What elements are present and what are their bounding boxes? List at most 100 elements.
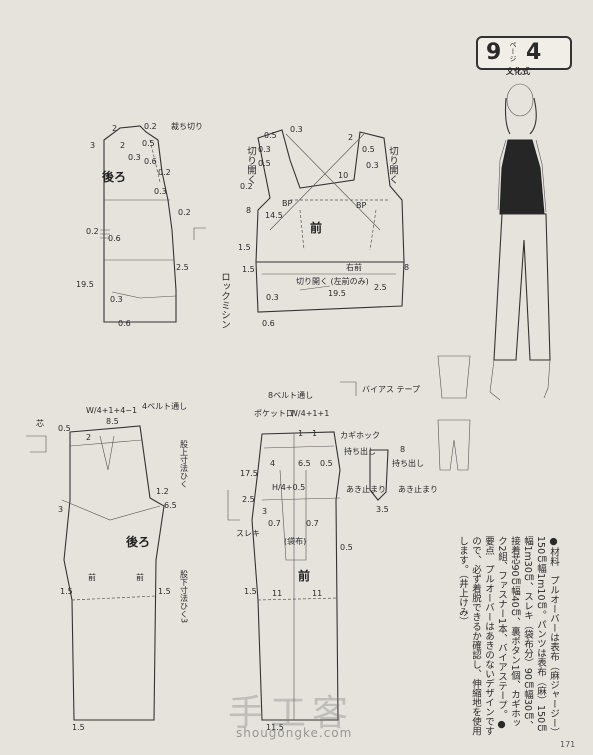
garment-thumbnails	[437, 355, 471, 471]
svg-text:切り開く (左前のみ): 切り開く (左前のみ)	[296, 276, 369, 286]
svg-text:0.2: 0.2	[158, 168, 171, 177]
svg-text:3: 3	[58, 505, 63, 514]
pants-front-pattern	[227, 381, 389, 721]
svg-text:あき止まり: あき止まり	[346, 484, 386, 494]
svg-text:0.5: 0.5	[320, 459, 333, 468]
bodice-back-labels: 裁ち切り 2 0.2 0.5 2 3 0.3 0.6 後ろ 0.2 0.3 0.…	[76, 121, 203, 328]
svg-text:0.3: 0.3	[290, 125, 303, 134]
svg-text:1: 1	[312, 429, 317, 438]
svg-text:11: 11	[312, 589, 322, 598]
svg-text:1.5: 1.5	[238, 243, 251, 252]
badge-number-right: 4	[526, 40, 542, 65]
svg-text:後ろ: 後ろ	[102, 169, 126, 184]
svg-text:2.5: 2.5	[176, 263, 189, 272]
svg-text:裁ち切り: 裁ち切り	[171, 121, 203, 131]
svg-text:H/4+0.5: H/4+0.5	[272, 483, 305, 492]
svg-text:前: 前	[136, 572, 144, 582]
lock-stitch-label: ロックミシン	[219, 272, 230, 329]
svg-text:17.5: 17.5	[240, 469, 258, 478]
pants-back-labels: W/4+1+4−1 4ベルト通し 芯 0.5 8.5 2 1.2 6.5 3 後…	[36, 401, 189, 732]
svg-text:0.3: 0.3	[266, 293, 279, 302]
svg-text:2: 2	[120, 141, 125, 150]
svg-text:0.2: 0.2	[86, 227, 99, 236]
svg-text:19.5: 19.5	[76, 280, 94, 289]
svg-text:2: 2	[348, 133, 353, 142]
svg-text:6.5: 6.5	[298, 459, 311, 468]
svg-text:1: 1	[298, 429, 303, 438]
svg-text:0.5: 0.5	[258, 159, 271, 168]
svg-text:持ち出し: 持ち出し	[392, 458, 424, 468]
svg-text:4ベルト通し: 4ベルト通し	[142, 401, 187, 411]
svg-text:バイアス テープ: バイアス テープ	[362, 385, 420, 394]
svg-text:W/4+1+1: W/4+1+1	[290, 409, 329, 418]
pants-front-labels: 8ベルト通し ポケット口 W/4+1+1 H/4+0.5 スレキ カギホック バ…	[236, 385, 438, 732]
svg-text:2: 2	[86, 433, 91, 442]
svg-text:0.5: 0.5	[340, 543, 353, 552]
svg-text:8ベルト通し: 8ベルト通し	[268, 390, 313, 400]
svg-text:8.5: 8.5	[106, 417, 119, 426]
svg-text:0.2: 0.2	[240, 182, 253, 191]
svg-text:3: 3	[90, 141, 95, 150]
svg-text:0.5: 0.5	[58, 424, 71, 433]
svg-text:0.6: 0.6	[108, 234, 121, 243]
svg-text:あき止まり: あき止まり	[398, 484, 438, 494]
svg-text:2.5: 2.5	[374, 283, 387, 292]
badge-number-left: 9	[486, 40, 502, 65]
svg-text:0.6: 0.6	[262, 319, 275, 328]
svg-text:19.5: 19.5	[328, 289, 346, 298]
svg-text:2.5: 2.5	[242, 495, 255, 504]
svg-text:股上寸法ひく: 股上寸法ひく	[180, 440, 189, 488]
svg-text:スレキ: スレキ	[236, 529, 260, 538]
svg-text:0.5: 0.5	[264, 131, 277, 140]
source-label: 文化式	[506, 67, 530, 76]
svg-text:BP: BP	[282, 199, 292, 208]
svg-text:前: 前	[88, 572, 96, 582]
page-number: 171	[560, 740, 576, 749]
fashion-illustration	[489, 83, 551, 401]
svg-text:0.3: 0.3	[128, 153, 141, 162]
svg-text:カギホック: カギホック	[340, 431, 380, 440]
svg-text:4: 4	[270, 459, 275, 468]
svg-text:1.5: 1.5	[158, 587, 171, 596]
svg-text:3: 3	[262, 507, 267, 516]
svg-text:1.5: 1.5	[60, 587, 73, 596]
svg-text:1.2: 1.2	[156, 487, 169, 496]
watermark-url: shougongke.com	[236, 726, 353, 740]
svg-text:股下寸法ひく3: 股下寸法ひく3	[180, 570, 189, 623]
svg-text:8: 8	[404, 263, 409, 272]
svg-text:0.3: 0.3	[258, 145, 271, 154]
svg-text:11: 11	[272, 589, 282, 598]
svg-text:8: 8	[246, 206, 251, 215]
materials-notes: ●材料 プルオーバーは表布（麻ジャージー）150㎝幅1m10㎝。パンツは表布（麻…	[457, 536, 559, 736]
svg-text:0.3: 0.3	[154, 187, 167, 196]
open-left-label: 切り開く	[245, 146, 256, 184]
svg-text:1.5: 1.5	[244, 587, 257, 596]
svg-text:W/4+1+4−1: W/4+1+4−1	[86, 406, 137, 415]
svg-text:0.2: 0.2	[178, 208, 191, 217]
svg-text:0.6: 0.6	[118, 319, 131, 328]
svg-text:8: 8	[400, 445, 405, 454]
bodice-front-labels: 0.5 0.3 2 0.5 0.3 0.5 0.3 1.5 0.2 14.5 1…	[238, 125, 409, 328]
svg-text:1.5: 1.5	[242, 265, 255, 274]
page-badge: 9 ページ 4	[476, 36, 572, 70]
svg-text:0.7: 0.7	[268, 519, 281, 528]
svg-text:BP: BP	[356, 201, 366, 210]
svg-text:芯: 芯	[36, 418, 44, 428]
svg-text:0.2: 0.2	[144, 122, 157, 131]
svg-text:0.7: 0.7	[306, 519, 319, 528]
watermark-logo: 手工客	[228, 693, 355, 734]
bodice-back-pattern	[100, 125, 206, 323]
svg-text:0.5: 0.5	[142, 139, 155, 148]
svg-text:1.5: 1.5	[72, 723, 85, 732]
svg-text:前: 前	[310, 220, 322, 235]
badge-page-word: ページ	[509, 41, 517, 62]
svg-text:3.5: 3.5	[376, 505, 389, 514]
svg-text:0.6: 0.6	[144, 157, 157, 166]
svg-text:11.5: 11.5	[266, 723, 284, 732]
svg-text:0.3: 0.3	[366, 161, 379, 170]
svg-text:右前: 右前	[346, 262, 362, 272]
svg-text:14.5: 14.5	[265, 211, 283, 220]
open-right-label: 切り開く	[387, 146, 398, 184]
